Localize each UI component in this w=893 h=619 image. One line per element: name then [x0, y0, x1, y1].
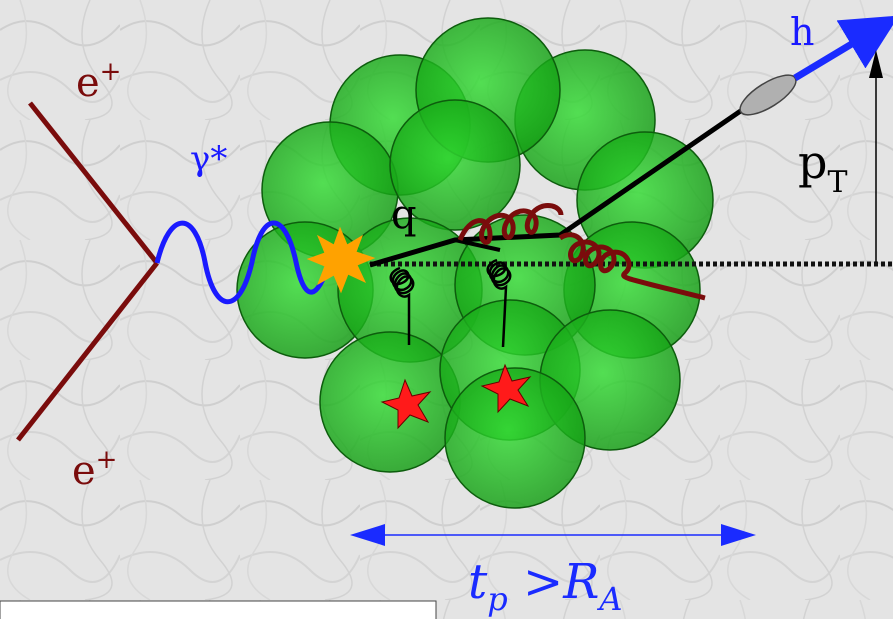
caption-box: [0, 600, 437, 619]
nucleus: [236, 17, 714, 509]
vertex-star-icon: [306, 226, 376, 294]
pt-label: pT: [798, 135, 847, 200]
pt-arrow-head-icon: [869, 50, 883, 78]
nucleon: [389, 99, 521, 231]
quark-label: q: [391, 192, 417, 238]
hadron-arrow: [793, 15, 893, 82]
gluon-exchange-right: [486, 258, 512, 348]
red-star-icon: [380, 378, 432, 430]
photon-line: [154, 220, 333, 305]
positron-top-label: e+: [76, 57, 121, 106]
formation-arrow-left-icon: [350, 524, 385, 546]
gluon-exchange-left: [389, 266, 415, 345]
gluon-radiated-right: [558, 232, 706, 301]
nucleon: [444, 367, 586, 509]
hadron-label: h: [790, 10, 814, 54]
photon-label: γ*: [190, 139, 227, 179]
positron-line-bottom: [16, 261, 159, 442]
gluon-radiated-top: [457, 203, 564, 245]
formation-length-label: tp >RA: [468, 554, 623, 618]
formation-arrow-right-icon: [721, 524, 756, 546]
positron-bottom-label: e+: [72, 445, 117, 494]
red-star-icon: [480, 363, 532, 414]
positron-line-top: [28, 101, 159, 265]
quark-branch: [454, 238, 501, 252]
